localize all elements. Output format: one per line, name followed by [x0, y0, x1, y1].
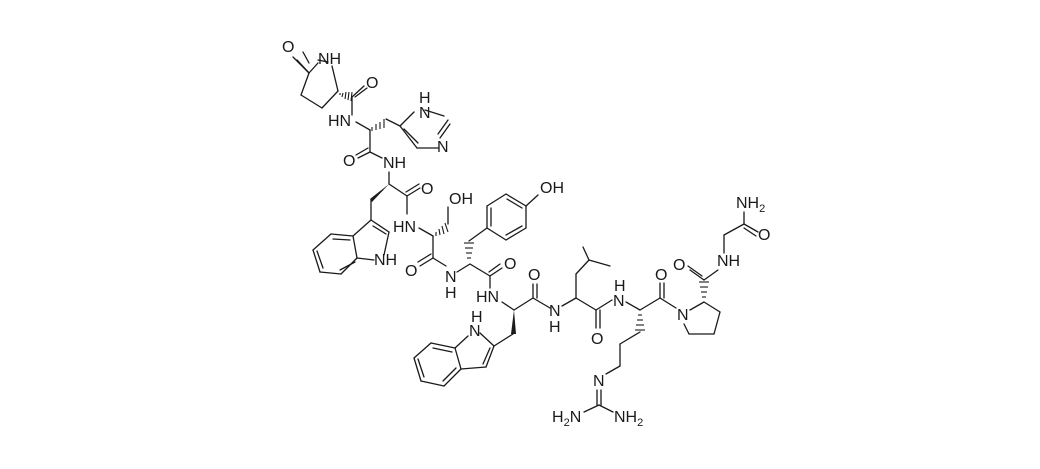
atom-n: N [677, 307, 689, 324]
atom-h: H [549, 319, 561, 336]
pyroglutamate-ring [292, 51, 339, 109]
atom-o: O [366, 75, 378, 92]
atom-o: O [343, 153, 355, 170]
atom-nh2: NH2 [736, 195, 765, 215]
atom-o: O [282, 39, 294, 56]
atom-hn: HN [328, 113, 351, 130]
stereo-hash-3 [435, 222, 449, 236]
atom-o: O [758, 227, 770, 244]
atom-o: O [673, 257, 685, 274]
atom-nh: NH [374, 252, 397, 269]
stereo-wedge-1 [370, 184, 389, 202]
stereo-hash-1 [339, 91, 353, 102]
atom-n: N [419, 105, 431, 122]
atom-oh: OH [540, 180, 564, 197]
atom-o: O [421, 181, 433, 198]
atom-nh2: NH2 [614, 409, 643, 429]
atom-o: O [405, 263, 417, 280]
atom-hn: HN [393, 219, 416, 236]
atom-n: N [469, 323, 481, 340]
atom-h: H [471, 309, 483, 326]
atom-n: N [593, 373, 605, 390]
stereo-wedge-2 [511, 310, 516, 334]
stereo-hash-5 [635, 314, 645, 331]
atom-n: N [437, 139, 449, 156]
atom-h2n: H2N [552, 409, 581, 429]
atom-n: N [613, 293, 625, 310]
atom-nh: NH [717, 253, 740, 270]
atom-o: O [528, 267, 540, 284]
atom-nh: NH [318, 51, 341, 68]
stereo-hash-4 [464, 242, 474, 259]
atom-h: H [445, 285, 457, 302]
atom-o: O [504, 256, 516, 273]
atom-oh: OH [449, 191, 473, 208]
atom-h: H [614, 278, 626, 295]
atom-o: O [591, 331, 603, 348]
atom-h: H [419, 90, 431, 107]
stereo-hash-2 [371, 119, 385, 131]
atom-n: N [445, 269, 457, 286]
atom-n: N [549, 303, 561, 320]
atom-nh: NH [383, 155, 406, 172]
atom-hn: HN [476, 289, 499, 306]
stereo-hash-6 [699, 281, 709, 298]
atom-o: O [655, 267, 667, 284]
